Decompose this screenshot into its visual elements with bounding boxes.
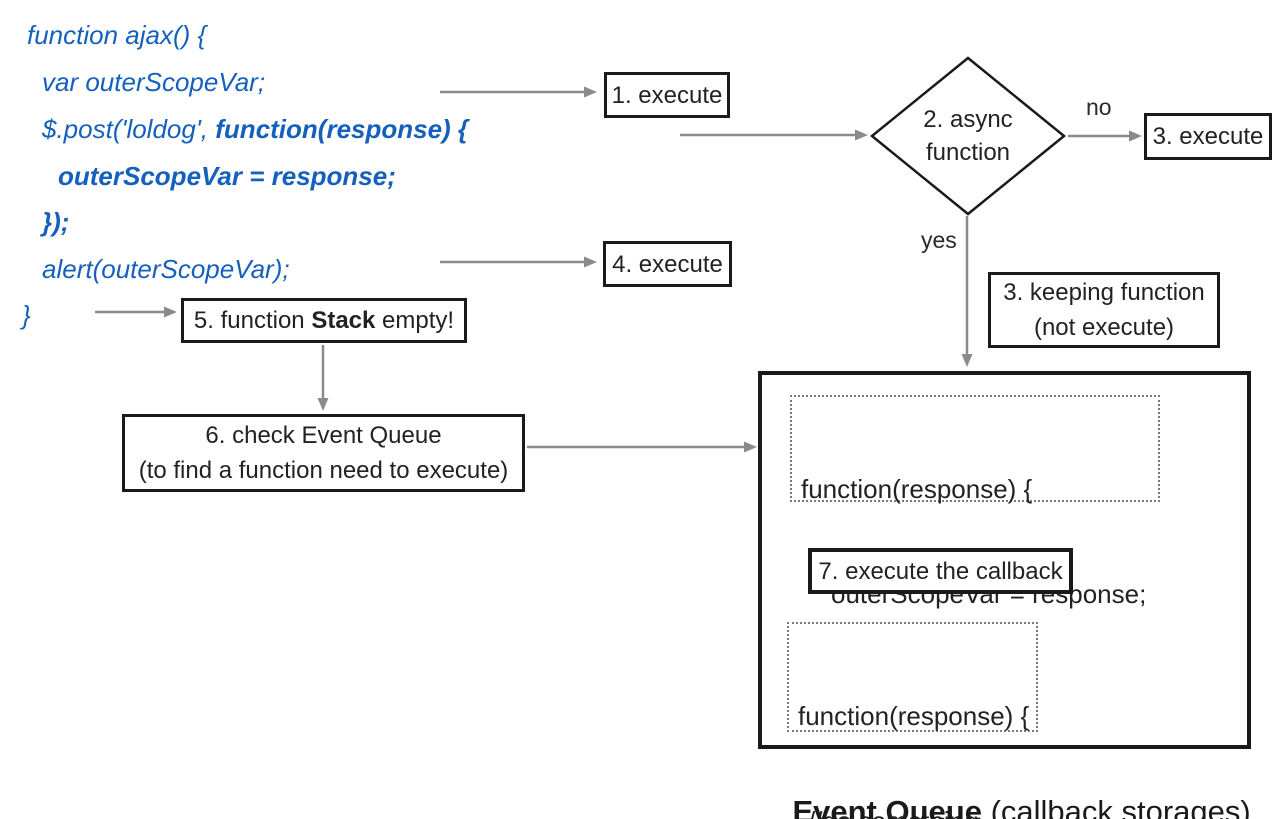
code-line-close-post: }); [42,207,70,237]
yes-edge-label: yes [921,227,957,253]
step7-execute-callback-box: 7. execute the callback [808,548,1073,594]
code-line-assignment: outerScopeVar = response; [58,161,396,191]
step2-async-function-label: 2. async function [923,106,1013,166]
step6-check-event-queue-box: 6. check Event Queue (to find a function… [122,414,525,492]
code-line-var-outerscopevar: var outerScopeVar; [42,67,266,97]
event-queue-caption: Event Queue (callback storages) [792,794,1251,819]
code-line-post: $.post('loldog', function(response) { [42,114,469,144]
callback-storage-2: function(response) { //do something.. } [787,622,1038,819]
no-edge-label: no [1086,94,1112,120]
callback-storage-1: function(response) { outerScopeVar = res… [790,395,1160,714]
step3-execute-box: 3. execute [1144,113,1272,160]
code-line-close-brace: } [22,300,31,330]
step4-execute-box: 4. execute [603,241,732,287]
code-line-function-ajax: function ajax() { [27,20,207,50]
step5-stack-empty-box: 5. function Stack empty! [181,298,467,343]
step3-keeping-function-box: 3. keeping function (not execute) [988,272,1220,348]
code-line-alert: alert(outerScopeVar); [42,254,290,284]
step1-execute-box: 1. execute [604,72,730,118]
